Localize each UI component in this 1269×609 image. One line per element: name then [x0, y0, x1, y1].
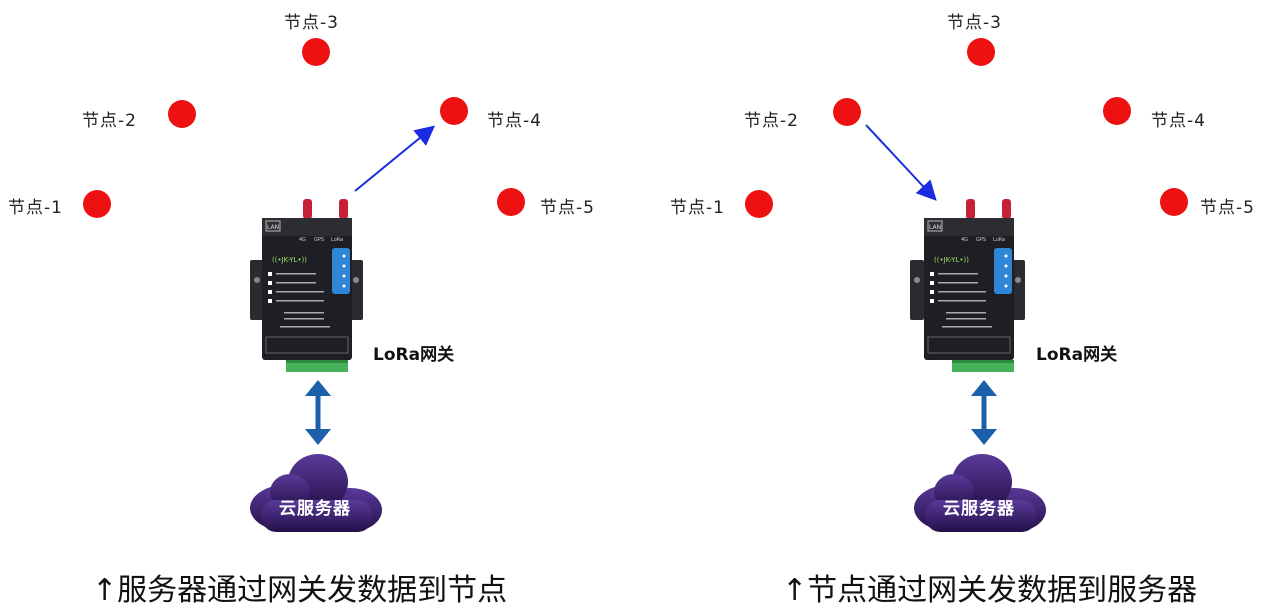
- svg-text:LoRa: LoRa: [993, 237, 1005, 243]
- antenna-lora: [339, 199, 348, 219]
- antenna-4g: [303, 199, 312, 219]
- caption-node-to-server: ↑节点通过网关发数据到服务器: [782, 573, 1198, 608]
- panel-node-to-server: LAN 4G GPS LoRa ((•JK-YL•)): [634, 0, 1269, 608]
- node-5-dot: [497, 188, 525, 216]
- panel-graphics: LAN 4G GPS LoRa ((•JK-YL•)): [250, 125, 436, 532]
- node-4-dot: [1103, 97, 1131, 125]
- cloud-server-shape: [914, 454, 1046, 532]
- svg-text:LoRa: LoRa: [331, 237, 343, 243]
- node-5-label: 节点-5: [1200, 198, 1255, 218]
- node-1-dot: [83, 190, 111, 218]
- caption-server-to-node: ↑服务器通过网关发数据到节点: [92, 573, 508, 608]
- data-flow-arrow: [865, 124, 937, 201]
- cloud-server-shape: [250, 454, 382, 532]
- node-2-dot: [168, 100, 196, 128]
- gateway-label: LoRa网关: [373, 345, 455, 365]
- node-3-label: 节点-3: [947, 13, 1002, 33]
- node-2-label: 节点-2: [82, 111, 137, 131]
- svg-text:GPS: GPS: [976, 237, 986, 243]
- panel-server-to-node: LAN 4G GPS LoRa ((•JK-YL•)): [0, 0, 634, 608]
- node-3-label: 节点-3: [284, 13, 339, 33]
- node-2-label: 节点-2: [744, 111, 799, 131]
- node-4-dot: [440, 97, 468, 125]
- svg-text:4G: 4G: [299, 237, 306, 243]
- panel-graphics: LAN 4G GPS LoRa ((•JK-YL•)): [865, 124, 1046, 532]
- node-5-label: 节点-5: [540, 198, 595, 218]
- svg-text:LAN: LAN: [267, 224, 279, 231]
- node-1-dot: [745, 190, 773, 218]
- uplink-downlink-arrow: [305, 380, 331, 445]
- node-1-label: 节点-1: [8, 198, 63, 218]
- lora-gateway-device: LAN 4G GPS LoRa ((•JK-YL•)): [250, 199, 363, 372]
- antenna-4g: [966, 199, 975, 219]
- data-flow-arrow: [354, 125, 436, 192]
- antenna-lora: [1002, 199, 1011, 219]
- lora-gateway-device: LAN 4G GPS LoRa ((•JK-YL•)): [910, 199, 1025, 372]
- svg-text:LAN: LAN: [929, 224, 941, 231]
- node-5-dot: [1160, 188, 1188, 216]
- node-1-label: 节点-1: [670, 198, 725, 218]
- node-2-dot: [833, 98, 861, 126]
- svg-text:((•JK-YL•)): ((•JK-YL•)): [934, 256, 969, 264]
- svg-text:GPS: GPS: [314, 237, 324, 243]
- node-4-label: 节点-4: [487, 111, 542, 131]
- node-4-label: 节点-4: [1151, 111, 1206, 131]
- cloud-server-label: 云服务器: [279, 499, 351, 519]
- svg-text:4G: 4G: [961, 237, 968, 243]
- svg-text:((•JK-YL•)): ((•JK-YL•)): [272, 256, 307, 264]
- node-3-dot: [302, 38, 330, 66]
- gateway-label: LoRa网关: [1036, 345, 1118, 365]
- uplink-downlink-arrow: [971, 380, 997, 445]
- node-3-dot: [967, 38, 995, 66]
- cloud-server-label: 云服务器: [943, 499, 1015, 519]
